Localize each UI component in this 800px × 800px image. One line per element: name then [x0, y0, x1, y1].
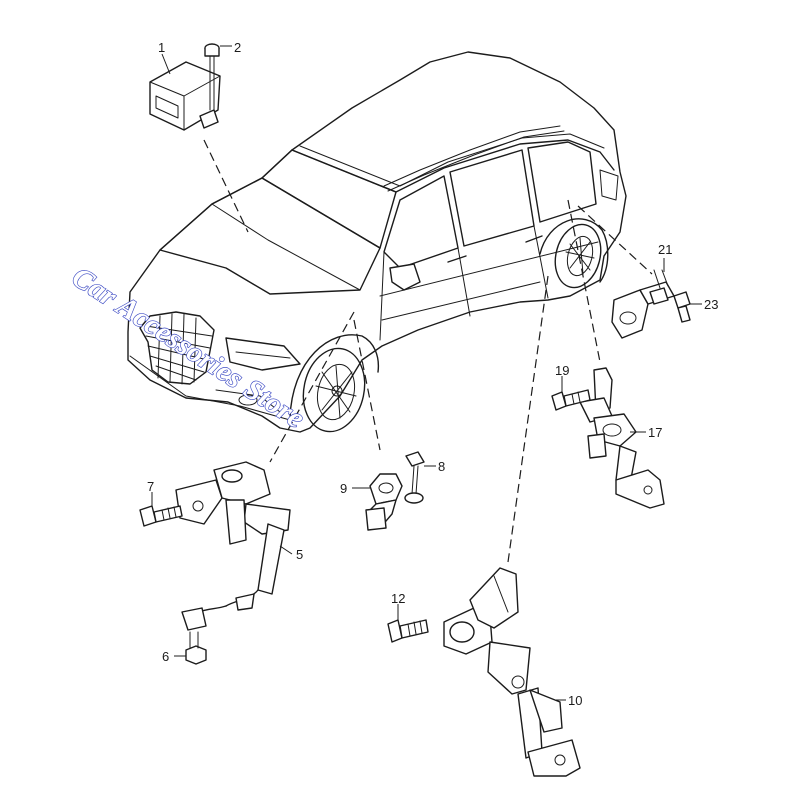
- callout-10: 10: [568, 693, 582, 708]
- connector-lines: [203, 139, 653, 563]
- callout-19: 19: [555, 363, 569, 378]
- part-5-level-sensor: [175, 461, 293, 631]
- callout-17: 17: [648, 425, 662, 440]
- part-17-level-sensor: [579, 367, 665, 509]
- part-10-level-sensor: [443, 567, 581, 777]
- callout-21: 21: [658, 242, 672, 257]
- callout-6: 6: [162, 649, 169, 664]
- part-9-bracket: [352, 473, 403, 531]
- part-19-bolt: [551, 376, 591, 411]
- part-1-control-module: [149, 53, 221, 131]
- callout-7: 7: [147, 479, 154, 494]
- callout-8: 8: [438, 459, 445, 474]
- callout-5: 5: [296, 547, 303, 562]
- callout-9: 9: [340, 481, 347, 496]
- part-7-bolt: [139, 492, 183, 527]
- part-21-level-sensor: [611, 258, 675, 339]
- callout-2: 2: [234, 40, 241, 55]
- part-12-bolt: [387, 604, 429, 643]
- part-8-bolt: [404, 451, 436, 504]
- part-2-bolt: [204, 43, 232, 111]
- callout-labels: 1 2 5 6 7 8 9 10 12 17 19 21 23: [147, 40, 718, 708]
- vehicle-illustration: [127, 51, 627, 433]
- part-6-nut: [174, 631, 207, 665]
- callout-12: 12: [391, 591, 405, 606]
- part-23-bolt: [673, 291, 702, 323]
- callout-23: 23: [704, 297, 718, 312]
- callout-1: 1: [158, 40, 165, 55]
